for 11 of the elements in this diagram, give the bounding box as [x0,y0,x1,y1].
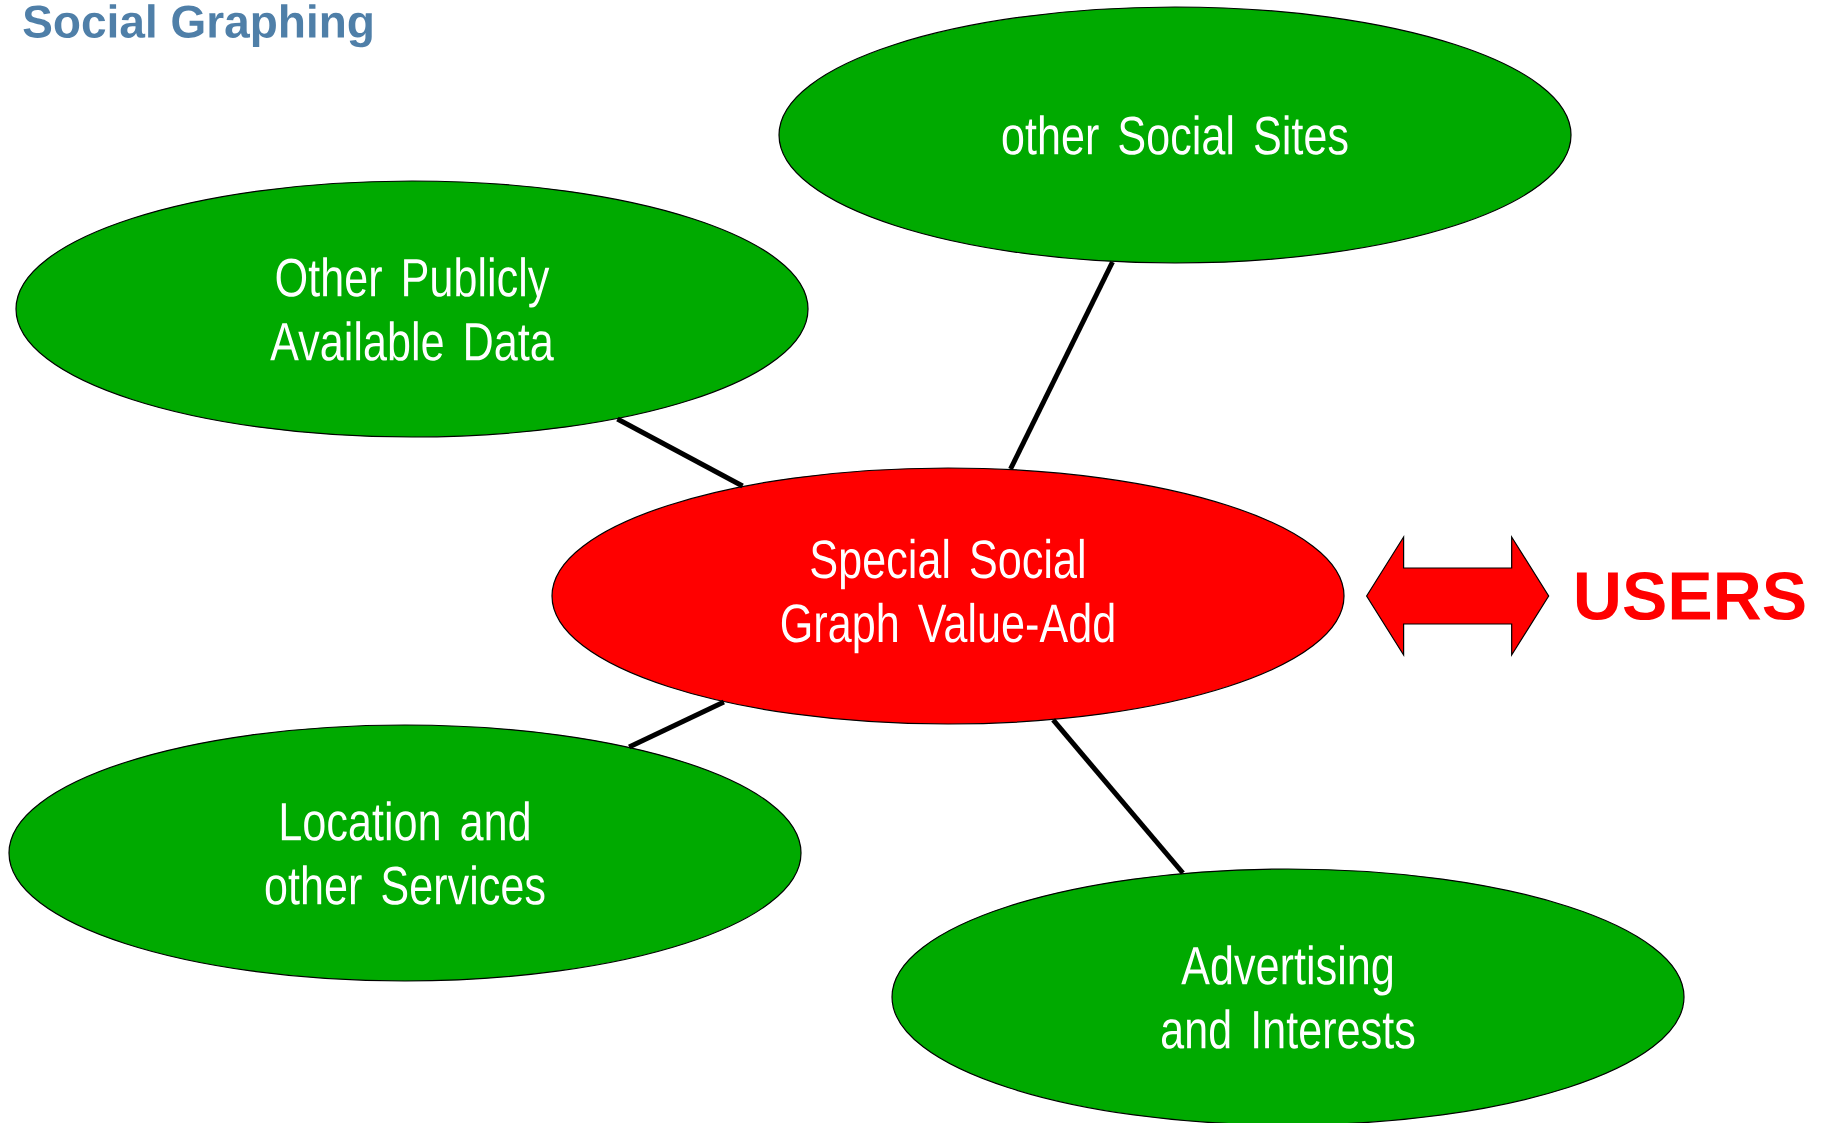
ellipse-node: other Social Sites [778,6,1572,264]
ellipse-node: Special Social Graph Value-Add [551,467,1345,725]
ellipse-node: Advertising and Interests [891,868,1685,1123]
ellipse-node: Other Publicly Available Data [15,180,809,438]
title: Social Graphing [23,4,372,48]
connector-line [628,699,725,750]
connector-line [1008,260,1115,471]
ellipse-node: Location and other Services [8,724,802,982]
users-label: USERS [1576,571,1805,621]
connector-line [1051,718,1185,875]
connector-line [616,416,744,489]
